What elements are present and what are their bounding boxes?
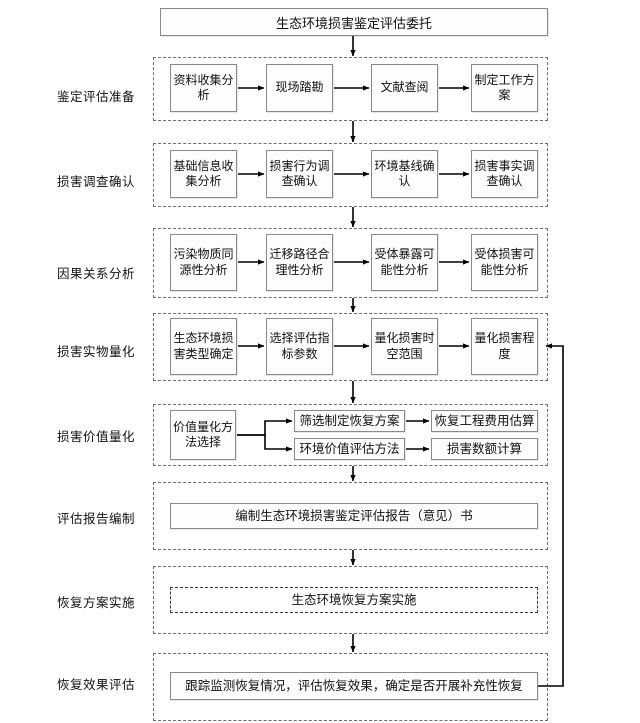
stage-label-investigation: 损害调查确认 (56, 175, 135, 189)
stage-group-investigation (153, 143, 548, 207)
node-label: 迁移路径合理性分析 (269, 247, 330, 277)
node-migration-path-rationality: 迁移路径合理性分析 (266, 234, 333, 291)
stage-label-preparation: 鉴定评估准备 (56, 90, 135, 104)
node-label: 损害数额计算 (446, 442, 522, 456)
stage-label-effect-evaluation: 恢复效果评估 (56, 678, 135, 692)
node-label: 编制生态环境损害鉴定评估报告（意见）书 (235, 509, 473, 523)
node-label: 价值量化方法选择 (173, 419, 234, 449)
node-pollutant-homology: 污染物质同源性分析 (170, 234, 237, 291)
node-work-plan: 制定工作方案 (471, 64, 538, 112)
stage-label-report: 评估报告编制 (56, 512, 135, 526)
stage-label-value-quantification: 损害价值量化 (56, 430, 135, 444)
node-assessment-commission: 生态环境损害鉴定评估委托 (160, 8, 548, 36)
node-label: 资料收集分析 (173, 72, 234, 102)
node-label: 量化损害程度 (474, 331, 535, 361)
node-label: 制定工作方案 (474, 72, 535, 102)
node-label: 生态环境损害鉴定评估委托 (275, 15, 432, 31)
node-data-collection-analysis: 资料收集分析 (170, 64, 237, 112)
node-label: 损害事实调查确认 (474, 158, 535, 188)
node-label: 跟踪监测恢复情况，评估恢复效果，确定是否开展补充性恢复 (185, 679, 523, 693)
node-label: 选择评估指标参数 (269, 331, 330, 361)
stage-group-effect-evaluation (153, 653, 548, 721)
node-label: 生态环境损害类型确定 (173, 331, 234, 361)
node-compile-assessment-report: 编制生态环境损害鉴定评估报告（意见）书 (170, 503, 538, 529)
node-damage-behavior-confirm: 损害行为调查确认 (266, 150, 333, 198)
stage-group-preparation (153, 57, 548, 121)
node-screen-restoration-plan: 筛选制定恢复方案 (294, 410, 405, 432)
node-receptor-exposure-possibility: 受体暴露可能性分析 (371, 234, 438, 291)
node-basic-info-collection: 基础信息收集分析 (170, 150, 237, 198)
node-value-quantification-method: 价值量化方法选择 (170, 410, 236, 460)
node-restoration-cost-estimate: 恢复工程费用估算 (431, 410, 538, 432)
node-label: 环境价值评估方法 (299, 442, 400, 456)
node-quantify-damage-degree: 量化损害程度 (471, 318, 538, 375)
stage-label-physical-quantification: 损害实物量化 (56, 345, 135, 359)
node-label: 筛选制定恢复方案 (299, 414, 400, 428)
node-label: 受体损害可能性分析 (474, 247, 535, 277)
node-label: 现场踏勘 (275, 80, 324, 95)
node-literature-review: 文献查阅 (371, 64, 438, 112)
node-label: 量化损害时空范围 (374, 331, 435, 361)
node-receptor-damage-possibility: 受体损害可能性分析 (471, 234, 538, 291)
node-label: 污染物质同源性分析 (173, 247, 234, 277)
node-track-monitor-restoration: 跟踪监测恢复情况，评估恢复效果，确定是否开展补充性恢复 (170, 672, 538, 700)
node-site-survey: 现场踏勘 (266, 64, 333, 112)
stage-label-restoration: 恢复方案实施 (56, 596, 135, 610)
stage-group-causation (153, 228, 548, 298)
node-label: 恢复工程费用估算 (434, 414, 535, 428)
node-quantify-spatiotemporal-scope: 量化损害时空范围 (371, 318, 438, 375)
node-select-indicator-parameters: 选择评估指标参数 (266, 318, 333, 375)
node-label: 环境基线确认 (374, 158, 435, 188)
node-environmental-baseline: 环境基线确认 (371, 150, 438, 198)
node-label: 文献查阅 (380, 80, 429, 95)
stage-label-causation: 因果关系分析 (56, 267, 135, 281)
node-label: 受体暴露可能性分析 (374, 247, 435, 277)
node-damage-type-determination: 生态环境损害类型确定 (170, 318, 237, 375)
node-damage-amount-calculation: 损害数额计算 (431, 438, 538, 460)
node-damage-fact-confirm: 损害事实调查确认 (471, 150, 538, 198)
node-label: 基础信息收集分析 (173, 158, 234, 188)
node-label: 损害行为调查确认 (269, 158, 330, 188)
node-restoration-plan-implementation: 生态环境恢复方案实施 (170, 587, 538, 613)
node-label: 生态环境恢复方案实施 (291, 593, 417, 607)
node-environmental-value-method: 环境价值评估方法 (294, 438, 405, 460)
